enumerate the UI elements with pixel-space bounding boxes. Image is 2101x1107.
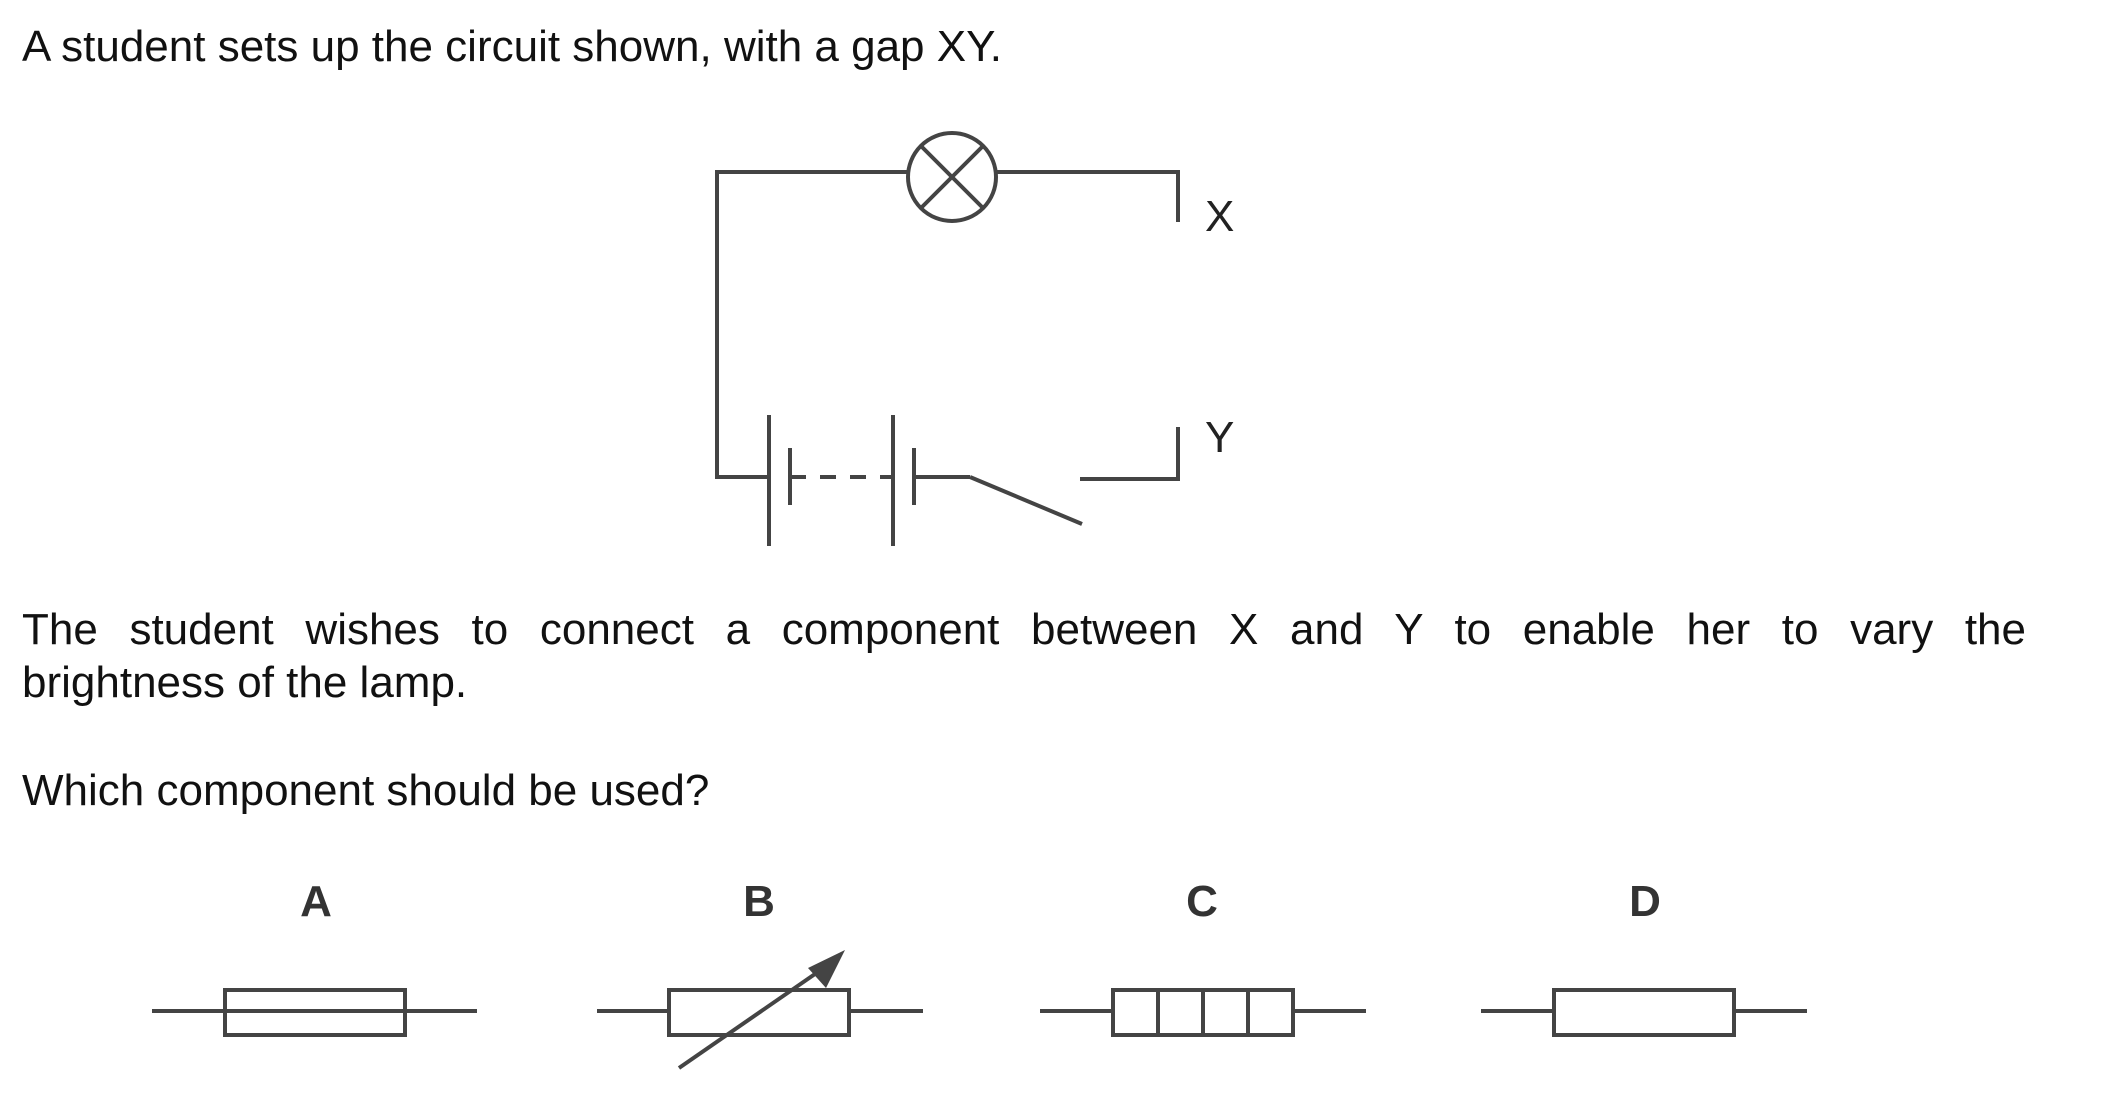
option-b-symbol [597, 963, 923, 1070]
wire-bottom-right [1080, 427, 1180, 481]
terminal-x-label: X [1205, 192, 1234, 241]
option-b-label: B [743, 877, 775, 926]
wire-top-right [996, 170, 1180, 222]
circuit-diagram [715, 131, 1180, 546]
option-a-label: A [300, 877, 332, 926]
option-a-symbol [152, 988, 477, 1037]
battery-symbol [767, 415, 970, 546]
question-intro: A student sets up the circuit shown, wit… [22, 22, 1002, 71]
question-body-line-1: The student wishes to connect a componen… [22, 605, 2026, 654]
lamp-symbol [906, 131, 998, 223]
option-d-label: D [1629, 877, 1661, 926]
question-body-line-2: brightness of the lamp. [22, 658, 468, 707]
switch-symbol [969, 475, 1083, 526]
wire-left [715, 170, 908, 479]
option-c-label: C [1186, 877, 1218, 926]
option-d-symbol [1481, 988, 1807, 1037]
question-prompt: Which component should be used? [22, 766, 710, 815]
option-c-symbol [1040, 988, 1366, 1037]
option-b-arrowhead [808, 950, 845, 988]
terminal-y-label: Y [1205, 413, 1234, 462]
